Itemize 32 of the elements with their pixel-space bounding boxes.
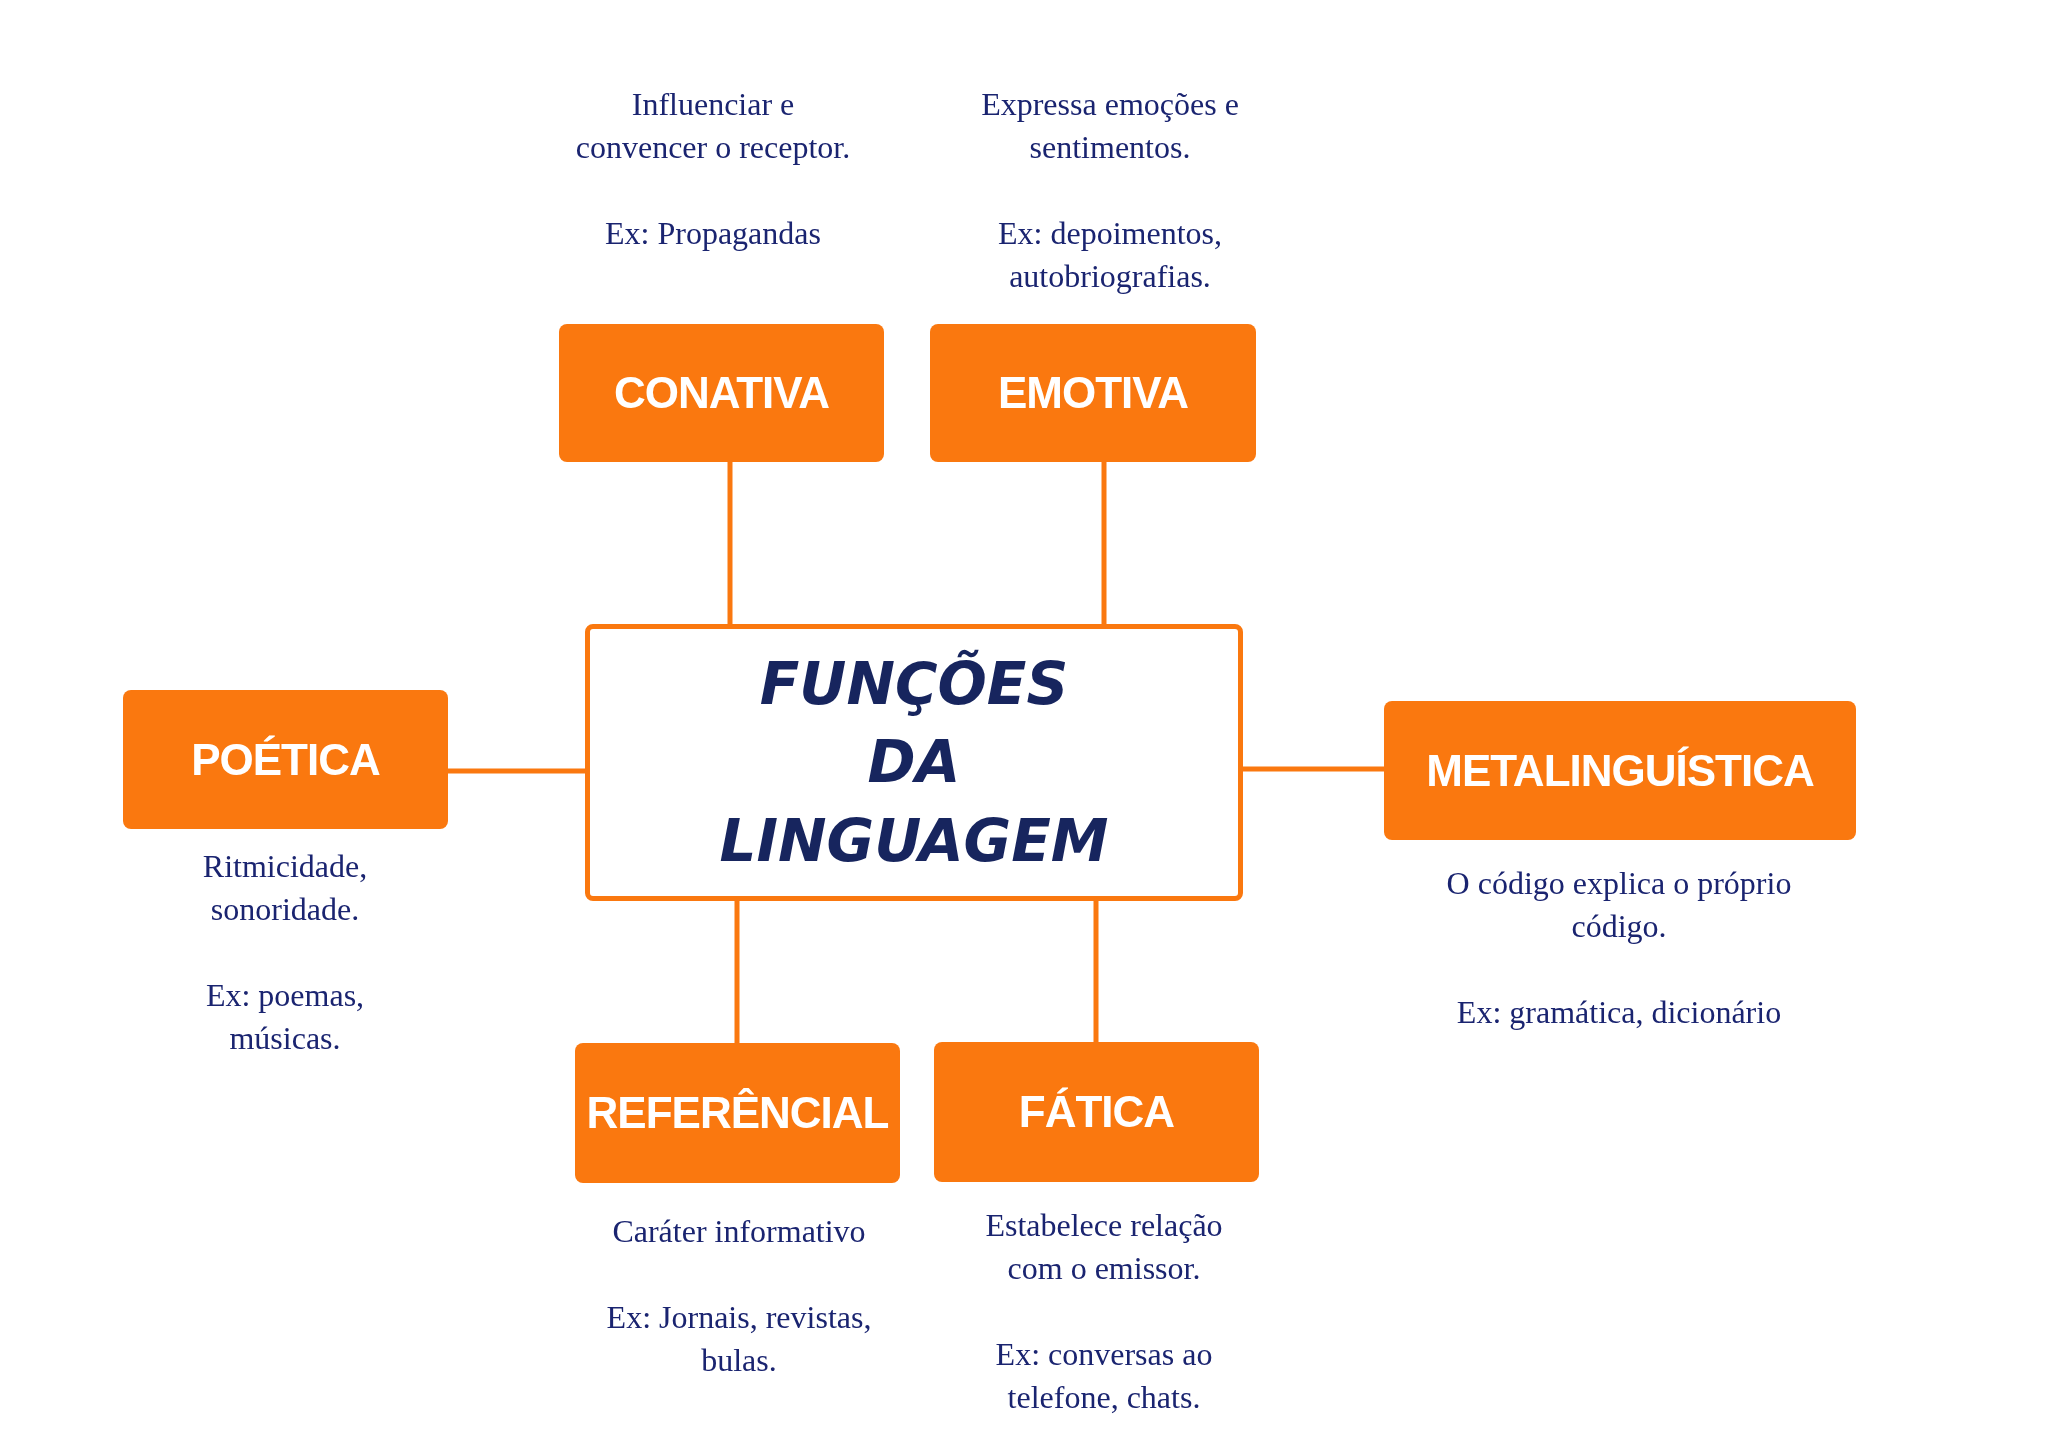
description-text: Estabelece relação com o emissor. <box>984 1206 1224 1288</box>
function-box <box>934 1042 1259 1182</box>
example-text: Ex: depoimentos, autobriografias. <box>997 214 1223 296</box>
example-text: Ex: Jornais, revistas, bulas. <box>605 1298 873 1380</box>
connector-line <box>727 462 733 624</box>
function-box <box>575 1043 900 1183</box>
connector-line <box>1243 766 1384 772</box>
function-label: POÉTICA <box>191 734 380 785</box>
connector-line <box>1093 901 1099 1042</box>
function-label: METALINGUÍSTICA <box>1426 745 1814 796</box>
function-label: EMOTIVA <box>997 368 1189 418</box>
description-text: Influenciar e convencer o receptor. <box>574 85 852 167</box>
description-text: Expressa emoções e sentimentos. <box>980 85 1240 167</box>
example-text: Ex: conversas ao telefone, chats. <box>994 1335 1214 1417</box>
connector-line <box>1101 462 1107 624</box>
connector-line <box>448 768 585 774</box>
central-topic-box <box>585 624 1243 901</box>
function-box <box>559 324 884 462</box>
description-text: O código explica o próprio código. <box>1445 864 1793 946</box>
function-label: CONATIVA <box>613 368 830 418</box>
function-label: REFERÊNCIAL <box>586 1088 889 1138</box>
central-title: FUNÇÕES DA LINGUAGEM <box>718 648 1110 877</box>
function-label: FÁTICA <box>1018 1087 1175 1137</box>
example-text: Ex: gramática, dicionário <box>1455 993 1783 1032</box>
example-text: Ex: poemas, músicas. <box>204 976 366 1058</box>
description-text: Ritmicidade, sonoridade. <box>201 847 369 929</box>
connector-line <box>734 901 740 1043</box>
example-text: Ex: Propagandas <box>604 214 822 253</box>
description-text: Caráter informativo <box>611 1212 867 1251</box>
function-box <box>123 690 448 829</box>
function-box <box>930 324 1256 462</box>
function-box <box>1384 701 1856 840</box>
